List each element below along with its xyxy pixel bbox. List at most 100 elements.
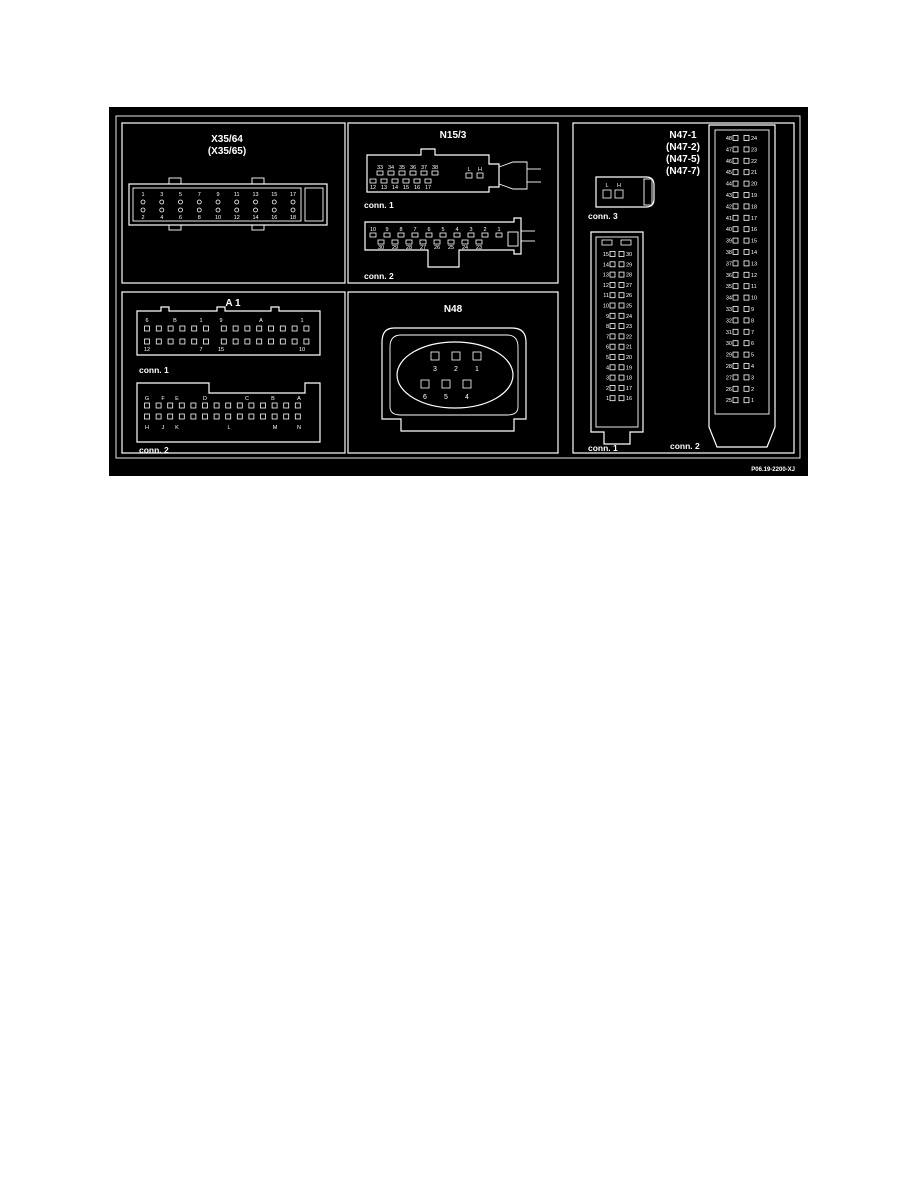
panel-x35-frame xyxy=(121,122,346,284)
n47-conn2-pin-label: 32 xyxy=(726,318,732,324)
panel-n48-frame xyxy=(347,291,559,454)
n47-conn1-pin-cavity xyxy=(609,323,616,330)
n47-conn1-pin-label: 19 xyxy=(626,365,632,371)
n47-conn1-pin-cavity xyxy=(609,281,616,288)
a1-conn1-pin-cavity xyxy=(303,325,310,332)
a1-conn1-pin-cavity xyxy=(279,338,286,345)
n15-conn1-pin-cavity xyxy=(380,178,388,184)
n47-conn1-body xyxy=(590,231,644,445)
a1-conn2-pin-cavity xyxy=(283,413,290,420)
n47-conn1-pin-label: 6 xyxy=(606,345,609,351)
n15-conn2-pin-label: 3 xyxy=(469,227,472,233)
n15-conn1-pin-cavity xyxy=(476,172,484,179)
n15-conn1-side-label: L xyxy=(467,167,470,173)
n47-conn1-pin-label: 16 xyxy=(626,396,632,402)
n15-conn1-pin-cavity xyxy=(409,170,417,176)
n15-conn1-pin-cavity xyxy=(431,170,439,176)
n47-conn1-pin-label: 7 xyxy=(606,334,609,340)
n15-conn1-pin-label: 13 xyxy=(381,185,387,191)
n47-conn1-pin-label: 22 xyxy=(626,334,632,340)
n47-conn1-pin-cavity xyxy=(609,384,616,391)
x35-pin-cavity xyxy=(159,199,165,205)
a1-conn1-pin-cavity xyxy=(232,338,239,345)
n47-conn2-pin-cavity xyxy=(743,363,750,369)
n48-pin-label: 3 xyxy=(433,366,437,373)
a1-conn1-pin-cavity xyxy=(268,338,274,345)
n47-conn2-pin-label: 37 xyxy=(726,261,732,267)
n15-conn2-pin-label: 25 xyxy=(448,245,454,251)
n47-conn2-pin-cavity xyxy=(732,180,739,187)
a1-conn2-pin-cavity xyxy=(190,402,197,409)
n15-conn1-side-label: H xyxy=(478,167,482,173)
n47-conn2-pin-cavity xyxy=(743,328,750,335)
n47-conn2-pin-label: 19 xyxy=(751,193,757,199)
x35-pin-cavity xyxy=(253,199,258,205)
x35-title: X35/64 xyxy=(211,134,243,145)
panel-n47-frame xyxy=(572,122,795,454)
x35-pin-cavity xyxy=(140,207,146,213)
a1-conn1-pin-label: 7 xyxy=(199,347,202,353)
n48-pin-cavity xyxy=(420,379,430,389)
n47-conn2-pin-label: 31 xyxy=(726,330,732,336)
n15-conn1-pin-label: 34 xyxy=(388,165,394,171)
n15-conn2-pin-cavity xyxy=(383,232,391,238)
n47-conn2-pin-label: 38 xyxy=(726,250,732,256)
a1-conn2-pin-cavity xyxy=(155,413,162,420)
n48-pin-label: 4 xyxy=(465,394,469,401)
n47-conn2-pin-label: 41 xyxy=(726,216,732,222)
a1-conn2-pin-cavity xyxy=(260,413,266,420)
n15-conn1-pin-cavity xyxy=(424,178,432,184)
n47-conn2-pin-label: 48 xyxy=(726,136,732,142)
n47-conn2-pin-label: 24 xyxy=(751,136,757,142)
a1-conn1-pin-cavity xyxy=(179,338,186,345)
n48-pin-label: 6 xyxy=(423,394,427,401)
n15-conn1-pin-label: 16 xyxy=(414,185,420,191)
n47-conn2-pin-label: 28 xyxy=(726,364,732,370)
n47-conn2-pin-cavity xyxy=(732,135,739,141)
a1-conn2-pin-cavity xyxy=(283,402,290,409)
n48-pin-cavity xyxy=(441,379,451,389)
n47-conn3-label: conn. 3 xyxy=(588,211,618,221)
a1-conn1-pin-cavity xyxy=(203,338,209,345)
n15-conn2-pin-label: 30 xyxy=(378,245,384,251)
x35-pin-cavity xyxy=(290,199,296,205)
x35-pin-cavity xyxy=(159,207,165,213)
x35-pin-label: 4 xyxy=(160,215,163,221)
x35-pin-cavity xyxy=(196,199,202,205)
panel-n15-frame xyxy=(347,122,559,284)
a1-conn2-pin-cavity xyxy=(294,402,301,409)
n47-conn2-pin-cavity xyxy=(743,249,750,255)
n47-conn1-pin-label: 10 xyxy=(603,304,609,310)
n47-conn2-pin-label: 30 xyxy=(726,341,732,347)
n15-conn1-pin-label: 14 xyxy=(392,185,398,191)
n47-conn3-pin-label: L xyxy=(605,183,608,189)
n47-conn2-pin-cavity xyxy=(732,214,739,221)
a1-conn2-pin-cavity xyxy=(213,413,220,420)
x35-pin-label: 3 xyxy=(160,192,163,198)
n47-conn2-pin-label: 5 xyxy=(751,353,754,359)
a1-conn2-pin-cavity xyxy=(155,402,162,409)
a1-conn2-pin-cavity xyxy=(178,402,185,409)
n47-conn1-pin-label: 18 xyxy=(626,376,632,382)
n47-conn1-pin-cavity xyxy=(609,302,616,309)
n47-conn2-pin-cavity xyxy=(743,180,750,187)
n15-conn1-pin-cavity xyxy=(391,178,399,184)
n47-conn2-pin-cavity xyxy=(732,328,739,335)
x35-pin-cavity xyxy=(271,207,277,213)
n47-conn2-pin-cavity xyxy=(732,157,739,164)
n47-conn2-pin-cavity xyxy=(732,385,739,392)
a1-conn1-pin-cavity xyxy=(203,325,209,332)
a1-conn2-pin-cavity xyxy=(190,413,197,420)
a1-conn2-label: conn. 2 xyxy=(139,445,169,455)
n15-conn2-pin-cavity xyxy=(405,239,413,245)
n47-conn2-pin-label: 9 xyxy=(751,307,754,313)
n47-conn1-pin-label: 21 xyxy=(626,345,632,351)
a1-conn1-pin-cavity xyxy=(167,325,174,332)
x35-key-bottom-left xyxy=(168,224,182,231)
n48-pin-cavity xyxy=(451,351,461,361)
a1-conn1-pin-label: 10 xyxy=(299,347,305,353)
n47-conn1-pin-cavity xyxy=(609,374,616,381)
